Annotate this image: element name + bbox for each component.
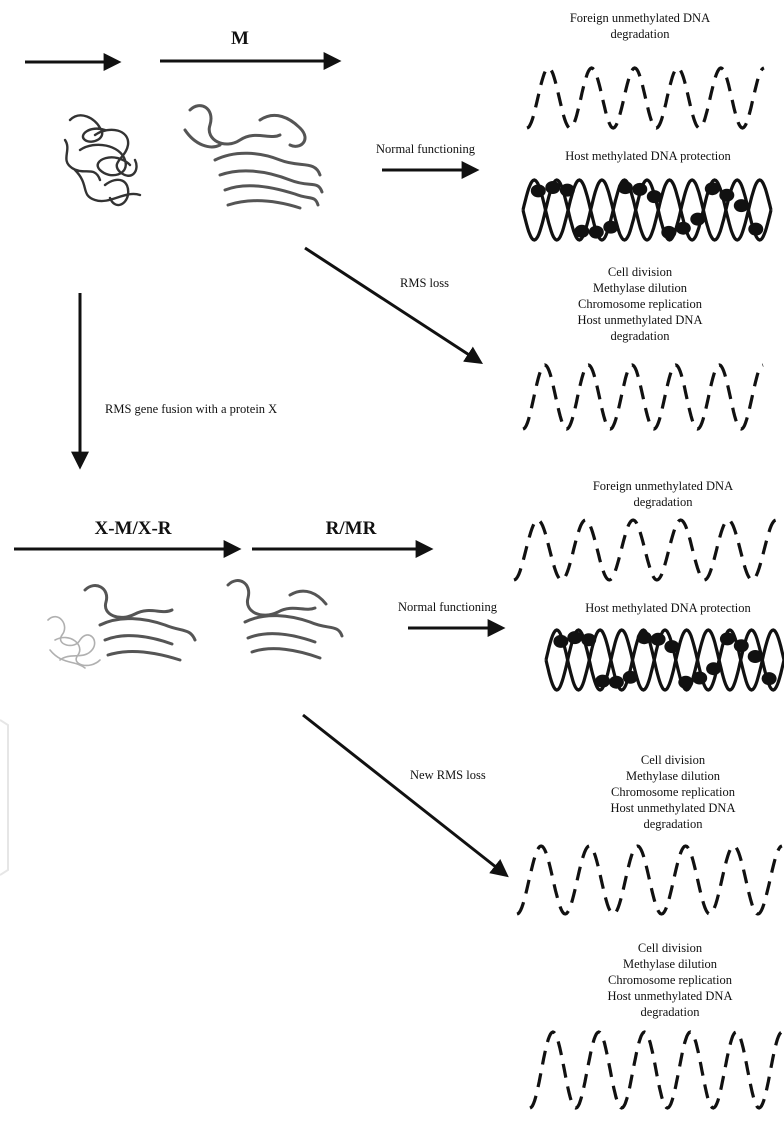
methyl-dot	[553, 634, 569, 648]
methyl-dot	[747, 650, 763, 663]
arrow-new-rms-loss	[302, 713, 509, 878]
cell-division-block-3: Cell division Methylase dilution Chromos…	[607, 941, 733, 1019]
methyl-dot	[719, 188, 735, 202]
dna-host-protected-2	[544, 628, 784, 692]
dna-foreign-1	[526, 66, 765, 130]
methyl-dot	[588, 225, 604, 239]
dna-strand-dashed	[526, 66, 765, 130]
methyl-dot	[622, 670, 638, 684]
methyl-dot	[545, 181, 561, 194]
methyl-dot	[706, 662, 722, 676]
normal-functioning-label-2: Normal functioning	[398, 600, 497, 614]
methyl-dot	[632, 182, 648, 196]
protein-m-structure	[183, 104, 324, 210]
methyl-dot	[603, 220, 619, 234]
dna-strand-dashed	[529, 1030, 783, 1110]
methyl-dot	[608, 675, 624, 689]
dna-strand-b	[521, 178, 773, 242]
foreign-degradation-block-2: Foreign unmethylated DNA degradation	[592, 479, 734, 509]
methyl-dot	[748, 222, 764, 236]
rmr-label: R/MR	[325, 518, 377, 539]
methyl-dot	[617, 181, 633, 195]
cell-division-block-2: Cell division Methylase dilution Chromos…	[610, 753, 736, 831]
dna-strand-b	[544, 628, 784, 692]
dna-strand-dashed	[522, 363, 764, 431]
dna-strand-dashed	[516, 844, 783, 916]
methyl-dot	[719, 632, 735, 646]
methyl-dot	[567, 631, 583, 645]
methyl-dot	[595, 674, 611, 688]
dna-strand-dashed	[513, 518, 777, 582]
xm-label: X-M/X-R	[94, 518, 172, 539]
dna-host-unmethylated-1	[522, 363, 764, 431]
methyl-dot	[636, 631, 652, 645]
methyl-dot	[678, 675, 694, 689]
methyl-dot	[559, 183, 575, 197]
cell-division-block-1: Cell division Methylase dilution Chromos…	[577, 265, 703, 343]
methyl-dot	[581, 633, 597, 647]
methyl-dot	[733, 639, 749, 653]
dna-host-unmethylated-3	[529, 1030, 783, 1110]
arrow-rms-loss	[304, 246, 484, 364]
methyl-dot	[733, 199, 749, 213]
methyl-dot	[690, 212, 706, 226]
foreign-degradation-block-1: Foreign unmethylated DNA degradation	[569, 11, 711, 41]
methyl-dot	[530, 184, 546, 198]
dna-host-unmethylated-2	[516, 844, 783, 916]
protein-r-structure	[63, 114, 142, 207]
dna-host-protected-1	[521, 178, 773, 242]
methyl-dot	[704, 182, 720, 196]
dna-foreign-2	[513, 518, 777, 582]
protein-x-fusion-structure	[47, 584, 197, 669]
methyl-dot	[761, 672, 777, 686]
methyl-dot	[650, 632, 666, 646]
host-protection-block-2: Host methylated DNA protection	[585, 601, 751, 615]
methyl-dot	[574, 224, 590, 238]
host-protection-block-1: Host methylated DNA protection	[565, 149, 731, 163]
gene-fusion-label: RMS gene fusion with a protein X	[105, 402, 278, 416]
rms-loss-label: RMS loss	[400, 276, 449, 290]
m-label: M	[231, 28, 249, 49]
new-rms-loss-label: New RMS loss	[410, 768, 486, 782]
methyl-dot	[646, 190, 662, 204]
methyl-dot	[692, 671, 708, 685]
methyl-dot	[664, 640, 680, 654]
protein-rmr-structure	[226, 579, 344, 660]
edge-mark	[0, 719, 9, 876]
methyl-dot	[661, 225, 677, 239]
normal-functioning-label-1: Normal functioning	[376, 142, 475, 156]
methyl-dot	[675, 221, 691, 235]
